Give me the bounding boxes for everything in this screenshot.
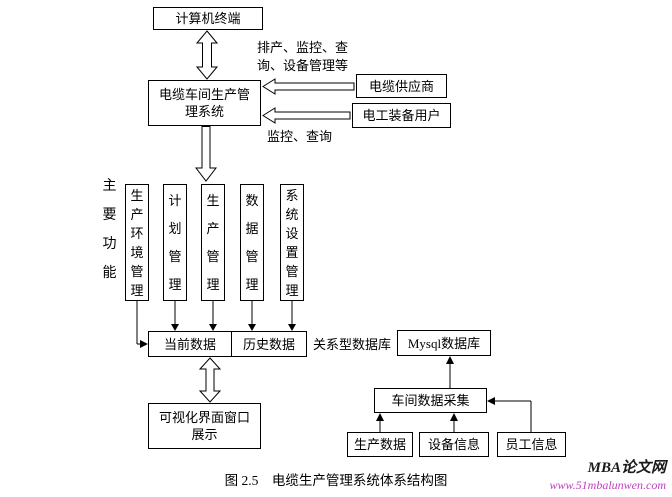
box-history-data-label: 历史数据 (242, 336, 295, 352)
box-function-data-mgmt-label: 数据管理 (245, 192, 259, 292)
watermark: MBA论文网 www.51mbalunwen.com (550, 459, 666, 493)
box-function-settings-mgmt: 系统设置管理 (280, 184, 304, 301)
box-function-data-mgmt: 数据管理 (240, 184, 264, 301)
double-arrow-terminal-system-icon (196, 30, 218, 80)
box-staff-info: 员工信息 (497, 432, 566, 457)
box-device-info-label: 设备信息 (427, 437, 480, 452)
box-function-plan-mgmt: 计划管理 (163, 184, 187, 301)
box-workshop-collect-label: 车间数据采集 (391, 393, 470, 408)
box-function-settings-mgmt-label: 系统设置管理 (285, 187, 299, 298)
box-device-info: 设备信息 (419, 432, 489, 457)
left-arrow-supplier-system-icon (262, 78, 355, 95)
watermark-url: www.51mbalunwen.com (549, 477, 666, 492)
box-current-data-label: 当前数据 (163, 336, 216, 352)
box-function-env-mgmt: 生产环境管理 (125, 184, 149, 301)
box-equipment-user: 电工装备用户 (352, 103, 451, 128)
box-function-prod-mgmt: 生产管理 (201, 184, 225, 301)
box-production-data-label: 生产数据 (353, 437, 406, 452)
down-arrow-system-functions-icon (195, 126, 217, 182)
left-arrow-user-system-icon (262, 107, 351, 124)
watermark-brand: MBA论文网 (587, 460, 666, 476)
box-function-env-mgmt-label: 生产环境管理 (130, 187, 144, 298)
box-equipment-user-label: 电工装备用户 (362, 108, 441, 123)
box-cable-supplier: 电缆供应商 (356, 74, 447, 98)
box-staff-info-label: 员工信息 (505, 437, 558, 452)
box-main-system-label: 电缆车间生产管 理系统 (158, 87, 250, 119)
box-function-prod-mgmt-label: 生产管理 (206, 192, 220, 292)
box-visual-window-label: 可视化界面窗口 展示 (158, 410, 250, 442)
box-production-data: 生产数据 (347, 432, 413, 457)
label-scheduling-monitoring: 排产、监控、查 询、设备管理等 (257, 40, 349, 73)
label-relational-db: 关系型数据库 (313, 337, 392, 352)
box-visual-window: 可视化界面窗口 展示 (148, 403, 261, 449)
box-computer-terminal-label: 计算机终端 (175, 11, 241, 26)
box-mysql-db-label: Mysql数据库 (407, 335, 481, 351)
figure-caption: 图 2.5 电缆生产管理系统体系结构图 (224, 473, 448, 488)
box-workshop-collect: 车间数据采集 (374, 388, 487, 413)
box-function-plan-mgmt-label: 计划管理 (168, 192, 182, 292)
box-current-data: 当前数据 (148, 331, 232, 357)
label-monitor-query: 监控、查询 (267, 129, 333, 144)
box-history-data: 历史数据 (231, 331, 307, 357)
box-mysql-db: Mysql数据库 (397, 330, 491, 356)
box-cable-supplier-label: 电缆供应商 (368, 78, 434, 94)
double-arrow-data-visual-icon (199, 357, 221, 403)
box-computer-terminal: 计算机终端 (153, 7, 263, 30)
box-main-system: 电缆车间生产管 理系统 (148, 80, 261, 126)
label-main-functions: 主要功能 (102, 179, 117, 281)
